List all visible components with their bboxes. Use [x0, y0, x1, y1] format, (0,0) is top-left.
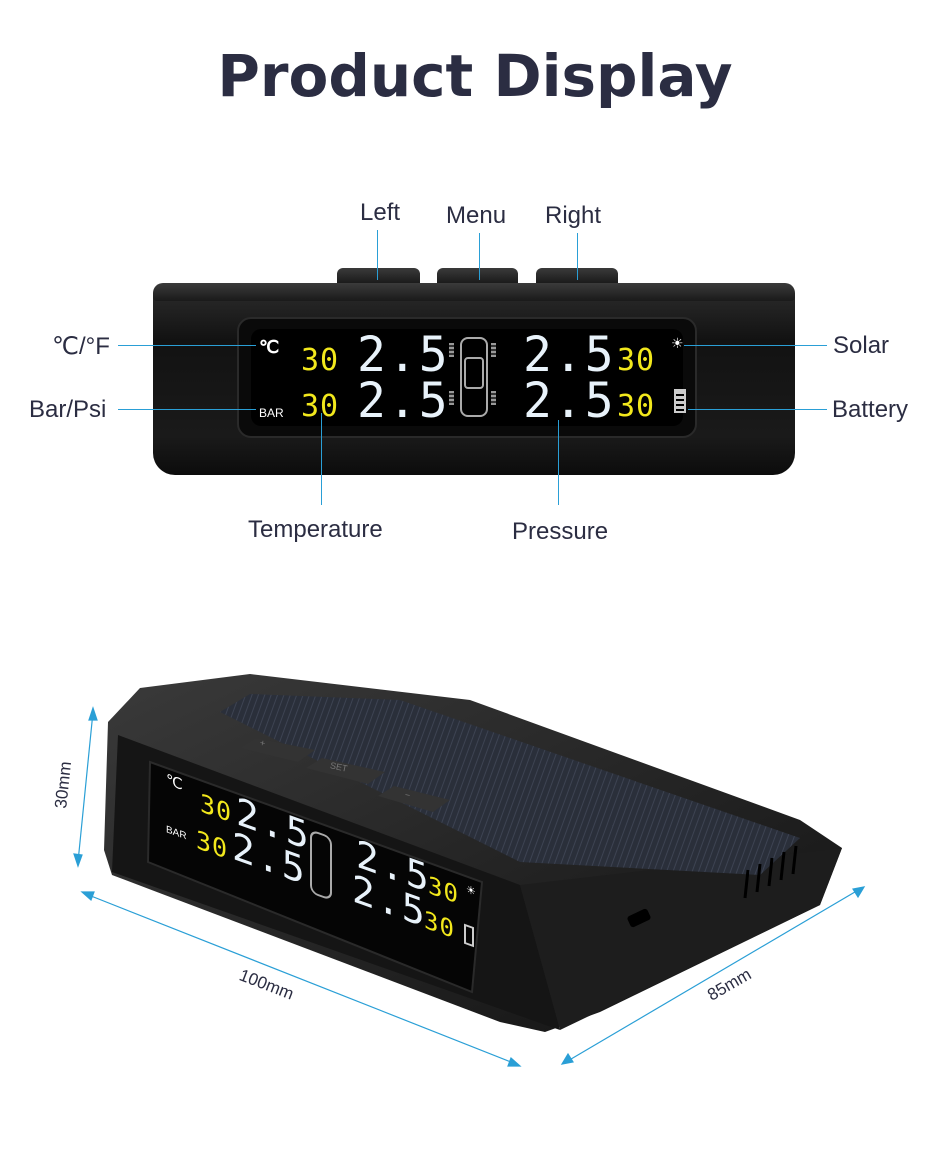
- front-left-temp: 30: [200, 788, 233, 829]
- battery-icon: [674, 389, 686, 413]
- callout-line-right: [577, 233, 578, 280]
- solar-icon: ☀: [466, 883, 476, 899]
- usb-port: [627, 908, 651, 928]
- front-left-pressure: 2.5: [357, 327, 450, 383]
- height-dimension-line: [77, 711, 94, 863]
- callout-left: Left: [360, 199, 401, 226]
- callout-line-temp-unit: [118, 345, 256, 346]
- callout-line-temperature: [321, 413, 322, 505]
- callout-right: Right: [545, 202, 602, 229]
- callout-line-pressure: [558, 420, 559, 505]
- front-right-pressure: 2.5: [523, 327, 616, 383]
- callout-temp-unit: ℃/°F: [52, 333, 110, 360]
- front-left-temp: 30: [301, 343, 340, 378]
- car-icon: [310, 829, 332, 901]
- callout-line-left: [377, 230, 378, 280]
- callout-line-pressure-unit: [118, 409, 256, 410]
- battery-icon: [464, 923, 474, 948]
- menu-button: [437, 268, 518, 286]
- callout-line-battery: [688, 409, 827, 410]
- rear-right-pressure: 2.5: [523, 373, 616, 429]
- callout-line-solar: [684, 345, 827, 346]
- callout-battery: Battery: [832, 396, 909, 423]
- page-title: Product Display: [217, 42, 733, 110]
- device-rim: [153, 283, 795, 301]
- pressure-unit-indicator: BAR: [166, 824, 187, 843]
- width-dimension-line: [85, 893, 517, 1065]
- solar-panel: [220, 694, 800, 875]
- callout-pressure-unit: Bar/Psi: [29, 396, 107, 423]
- callout-pressure: Pressure: [512, 518, 609, 545]
- rear-right-temp: 30: [424, 905, 455, 945]
- front-right-temp: 30: [428, 870, 459, 910]
- callout-solar: Solar: [833, 332, 890, 359]
- callout-temperature: Temperature: [248, 516, 383, 543]
- rear-left-pressure: 2.5: [357, 373, 450, 429]
- device-side-face: [520, 848, 842, 1030]
- pressure-unit-indicator: BAR: [259, 406, 284, 420]
- front-right-temp: 30: [617, 343, 656, 378]
- side-vents: [743, 845, 798, 899]
- lcd-screen-perspective: [146, 760, 484, 994]
- temp-unit-indicator: ℃: [259, 337, 280, 357]
- solar-icon: ☀: [671, 335, 684, 351]
- left-button: [337, 268, 420, 286]
- rear-left-temp: 30: [301, 389, 340, 424]
- callout-menu: Menu: [446, 202, 507, 229]
- rear-left-temp: 30: [196, 824, 229, 866]
- lcd-screen: ℃ BAR 30 30 2.5 2.5 2.5 2.5 30 30 ☀: [237, 317, 697, 438]
- set-button: [306, 758, 385, 784]
- minus-button: [378, 786, 450, 812]
- callout-line-menu: [479, 233, 480, 280]
- depth-dimension-line: [565, 888, 861, 1063]
- rear-right-temp: 30: [617, 389, 656, 424]
- plus-button: [240, 738, 315, 762]
